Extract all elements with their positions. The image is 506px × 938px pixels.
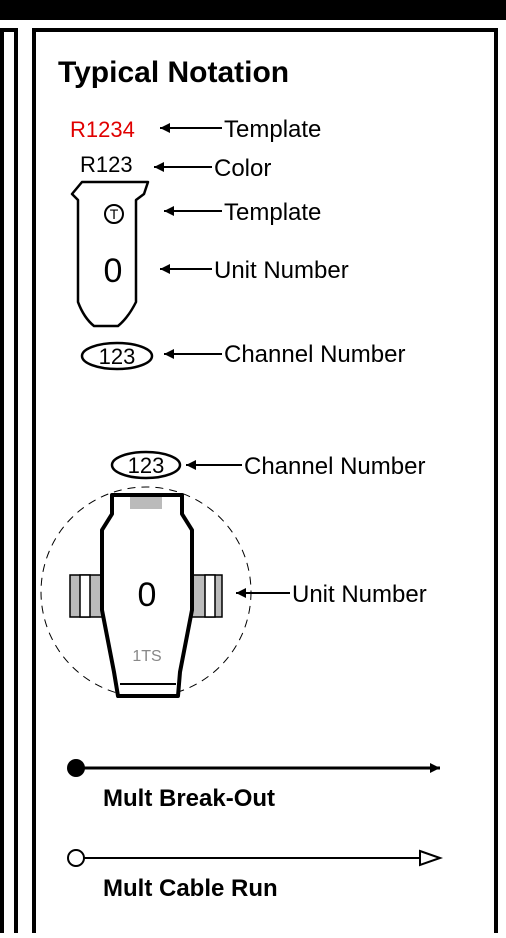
left-panel-frame <box>0 28 18 937</box>
channel-number-ellipse <box>80 341 154 371</box>
unit-number-label-2: Unit Number <box>292 581 427 608</box>
template-symbol-text: T <box>110 206 119 222</box>
template-text-label: Template <box>224 116 321 143</box>
unit-number-example-2: 0 <box>138 576 157 614</box>
yoke-right-slot <box>204 574 216 618</box>
top-bar <box>0 0 506 20</box>
channel-number-example: 123 <box>99 344 136 369</box>
channel-number-example-2: 123 <box>128 453 165 478</box>
fixture-type-label: 1TS <box>132 648 161 665</box>
breakout-label: Mult Break-Out <box>103 785 275 812</box>
unit-number-label: Unit Number <box>214 257 349 284</box>
yoke-left-slot <box>79 574 91 618</box>
fixture-top-tab <box>130 497 162 509</box>
template-symbol-label: Template <box>224 199 321 226</box>
color-text-example: R123 <box>80 152 133 177</box>
fixture-body-2 <box>100 493 194 698</box>
channel-number-label-2: Channel Number <box>244 453 425 480</box>
cable-run-dot <box>67 849 85 867</box>
cable-run-arrowhead <box>419 849 444 867</box>
unit-number-example: 0 <box>104 252 123 290</box>
template-text-example: R1234 <box>70 117 135 142</box>
fixture-body <box>70 180 150 328</box>
fixture-symbol: T 0 <box>70 180 150 328</box>
legend-title: Typical Notation <box>58 56 289 89</box>
channel-number-ellipse-2 <box>110 450 182 480</box>
color-label: Color <box>214 155 271 182</box>
cable-run-label: Mult Cable Run <box>103 875 278 902</box>
channel-number-label: Channel Number <box>224 341 405 368</box>
fixture-symbol-2: 0 1TS <box>40 486 252 698</box>
template-symbol-circle <box>104 204 124 224</box>
